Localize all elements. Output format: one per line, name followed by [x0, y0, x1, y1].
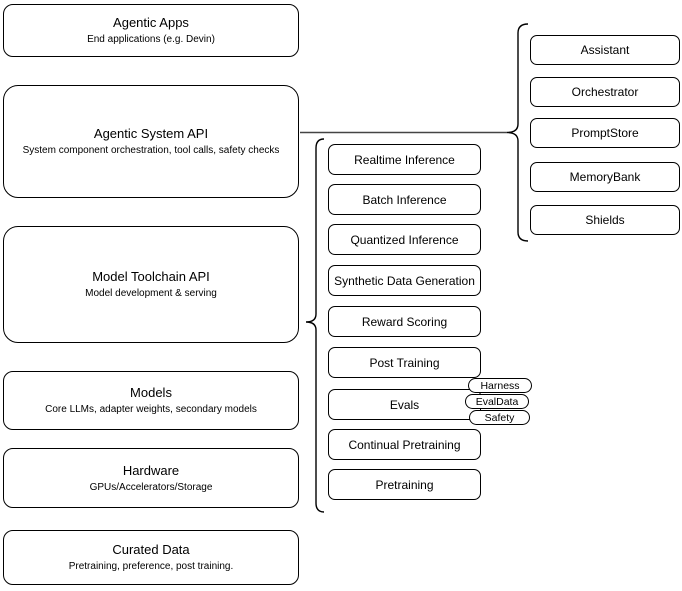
- node-title: Models: [130, 385, 172, 400]
- node-label: Quantized Inference: [350, 232, 459, 247]
- node-label: Orchestrator: [571, 85, 639, 99]
- node-title: Hardware: [122, 462, 180, 478]
- node-title: Agentic Apps: [113, 15, 189, 30]
- node-label: Synthetic Data Generation: [334, 273, 475, 288]
- node-label: Post Training: [369, 355, 440, 370]
- node-subtitle: End applications (e.g. Devin): [87, 34, 215, 45]
- node-pretraining: Pretraining: [328, 469, 481, 500]
- tag-label: Safety: [484, 411, 515, 424]
- node-post-training: Post Training: [328, 347, 481, 378]
- node-promptstore: PromptStore: [530, 118, 680, 148]
- node-label: Shields: [585, 213, 625, 227]
- node-reward-scoring: Reward Scoring: [328, 306, 481, 337]
- node-label: PromptStore: [571, 126, 639, 140]
- node-title: Curated Data: [112, 542, 190, 557]
- node-memorybank: MemoryBank: [530, 162, 680, 192]
- node-orchestrator: Orchestrator: [530, 77, 680, 107]
- node-label: MemoryBank: [569, 170, 641, 184]
- node-assistant: Assistant: [530, 35, 680, 65]
- node-label: Realtime Inference: [354, 152, 455, 167]
- node-subtitle: Pretraining, preference, post training.: [68, 561, 234, 572]
- node-label: Reward Scoring: [361, 314, 448, 329]
- tag-harness: Harness: [468, 378, 532, 393]
- node-realtime-inference: Realtime Inference: [328, 144, 481, 175]
- node-label: Assistant: [580, 43, 630, 57]
- node-shields: Shields: [530, 205, 680, 235]
- node-title: Agentic System API: [93, 126, 209, 141]
- node-subtitle: Core LLMs, adapter weights, secondary mo…: [45, 404, 257, 415]
- node-models: Models Core LLMs, adapter weights, secon…: [3, 371, 299, 430]
- node-subtitle: Model development & serving: [85, 288, 217, 299]
- tag-label: EvalData: [475, 395, 519, 408]
- node-hardware: Hardware GPUs/Accelerators/Storage: [3, 448, 299, 508]
- tag-safety: Safety: [469, 410, 530, 425]
- node-quantized-inference: Quantized Inference: [328, 224, 481, 255]
- node-synthetic-data-generation: Synthetic Data Generation: [328, 265, 481, 296]
- node-evals: Evals: [328, 389, 481, 420]
- node-title: Model Toolchain API: [92, 269, 210, 284]
- tag-evaldata: EvalData: [465, 394, 529, 409]
- node-batch-inference: Batch Inference: [328, 184, 481, 215]
- node-curated-data: Curated Data Pretraining, preference, po…: [3, 530, 299, 585]
- node-label: Pretraining: [375, 477, 434, 492]
- node-agentic-system-api: Agentic System API System component orch…: [3, 85, 299, 198]
- node-model-toolchain-api: Model Toolchain API Model development & …: [3, 226, 299, 343]
- node-agentic-apps: Agentic Apps End applications (e.g. Devi…: [3, 4, 299, 57]
- node-label: Continual Pretraining: [348, 437, 461, 452]
- node-subtitle: System component orchestration, tool cal…: [22, 145, 280, 156]
- components-group-brace: [506, 23, 529, 242]
- node-label: Evals: [389, 397, 420, 412]
- node-label: Batch Inference: [362, 192, 447, 207]
- node-continual-pretraining: Continual Pretraining: [328, 429, 481, 460]
- toolchain-group-brace: [305, 138, 325, 513]
- tag-label: Harness: [480, 379, 520, 392]
- node-subtitle: GPUs/Accelerators/Storage: [89, 481, 213, 493]
